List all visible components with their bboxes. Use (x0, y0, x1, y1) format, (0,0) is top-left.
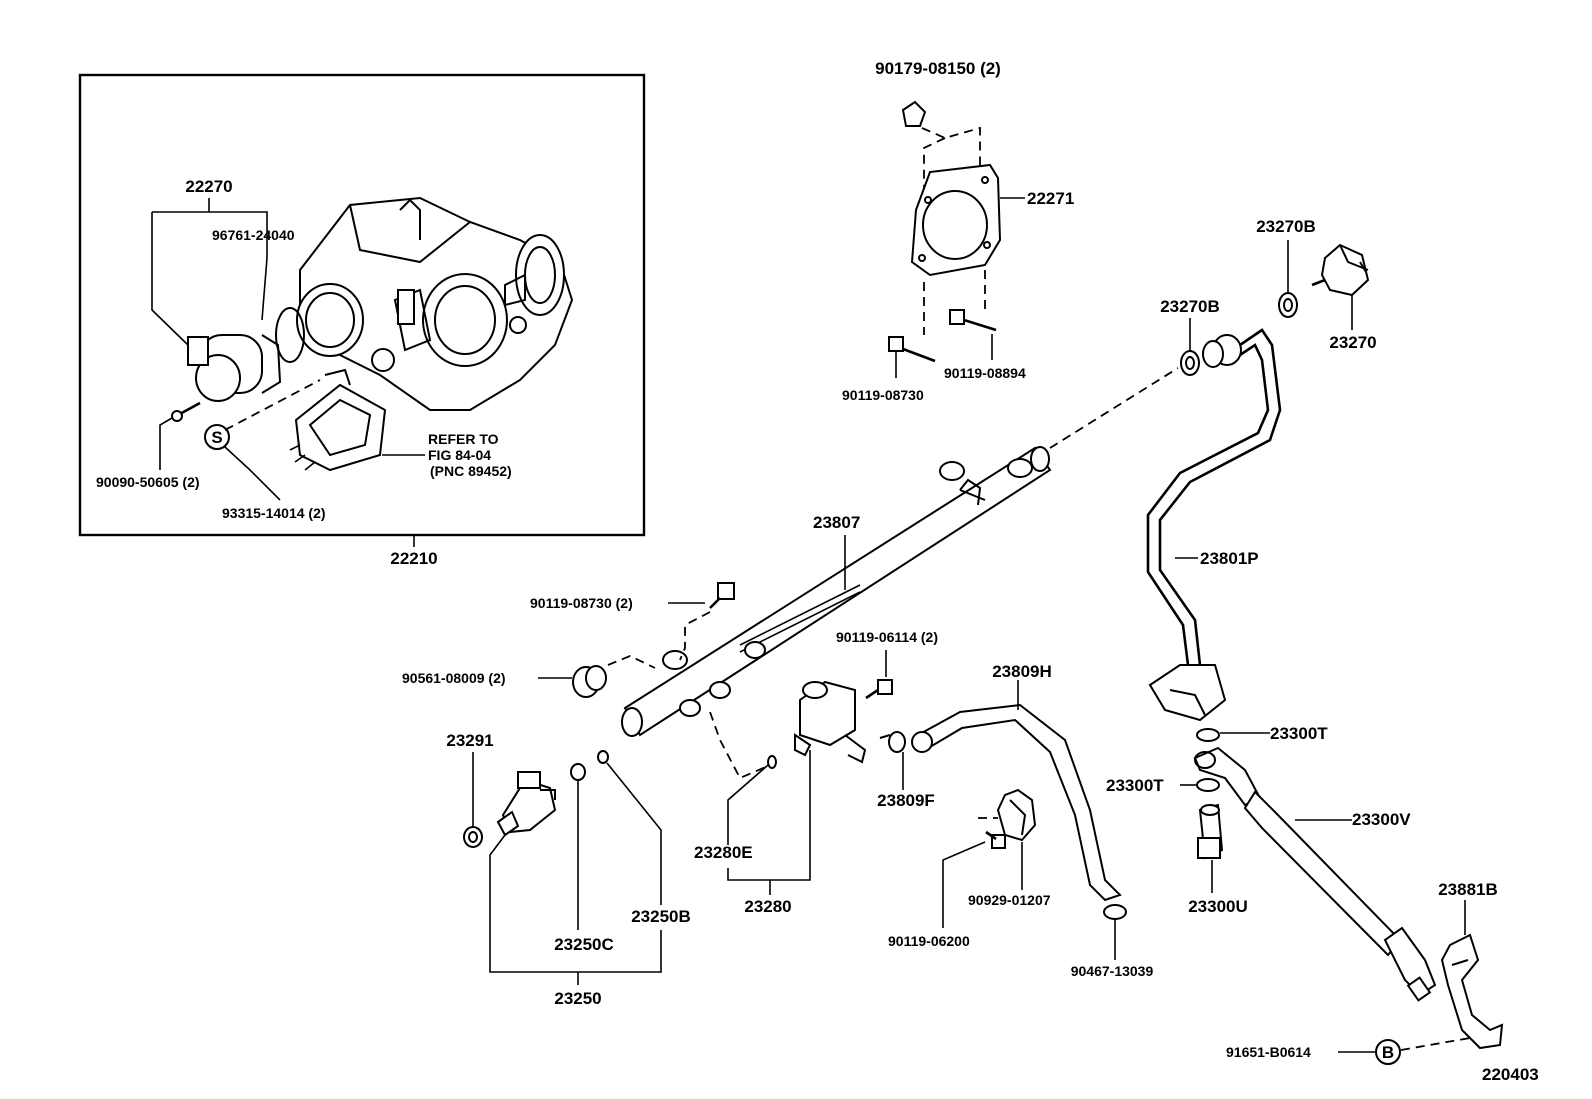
label-plug: 23270 (1329, 333, 1376, 352)
b-symbol: B (1382, 1043, 1394, 1062)
s-symbol: S (211, 428, 222, 447)
label-gasket-b-upper: 23270B (1256, 217, 1316, 236)
fuel-pipe-group: 23801P (1146, 328, 1282, 722)
connector-icon (289, 368, 387, 472)
label-regulator: 23280 (744, 897, 791, 916)
throttle-body-icon (296, 196, 574, 411)
gasket-t-upper-icon (1196, 728, 1220, 742)
screw-icon (171, 401, 201, 422)
hose-clip-icon-upper (879, 731, 906, 753)
label-pipe-bolt: 90119-08730 (2) (530, 595, 633, 611)
o-ring-icon (275, 307, 305, 363)
refer-line-2: FIG 84-04 (428, 447, 491, 463)
hose-icon (916, 703, 1122, 902)
label-clamp: 90929-01207 (968, 892, 1051, 908)
label-spacer: 90561-08009 (2) (402, 670, 506, 686)
refer-line-3: (PNC 89452) (430, 463, 512, 479)
label-union-bolt: 23300U (1188, 897, 1248, 916)
insulator-icon (463, 826, 483, 848)
figure-id: 220403 (1482, 1065, 1539, 1084)
label-bracket: 23881B (1438, 880, 1498, 899)
throttle-sensor-icon (187, 334, 282, 402)
refer-line-1: REFER TO (428, 431, 499, 447)
injector-icon (496, 771, 557, 837)
injector-group: 23291 23250B 23250C 23250 (446, 731, 690, 1008)
gasket-t-lower-icon (1196, 778, 1220, 792)
throttle-body-group: S 22270 96761-24040 90090-50605 (2) 9331… (78, 73, 646, 568)
delivery-pipe-icon (621, 446, 1052, 737)
label-insulator: 23291 (446, 731, 493, 750)
hose-clip-icon-lower (1103, 904, 1127, 920)
throttle-body-box (78, 73, 646, 537)
b-symbol-circle (1375, 1039, 1401, 1065)
label-filter-hose: 23300V (1352, 810, 1411, 829)
label-throttle-assembly: 22210 (390, 549, 437, 568)
label-injector-o-ring: 23250B (631, 907, 691, 926)
regulator-o-ring-icon (767, 755, 777, 769)
bracket-icon (1440, 933, 1504, 1050)
gasket-b-lower-group: 23270B (1160, 297, 1220, 376)
regulator-bolt-group: 90119-06114 (2) (836, 629, 938, 700)
label-gasket: 22271 (1027, 189, 1074, 208)
union-group: 23300T 23300T 23300U 23300V (1106, 724, 1437, 1002)
delivery-pipe-group: 23807 (621, 367, 1179, 737)
label-injector: 23250 (554, 989, 601, 1008)
label-bolt-b: 90119-08894 (944, 365, 1026, 381)
bolt-b-icon (949, 309, 997, 332)
regulator-group: 23280E 23280 (694, 680, 867, 916)
grommet-icon (570, 763, 586, 781)
stud-icon (901, 100, 927, 127)
label-gasket-b-lower: 23270B (1160, 297, 1220, 316)
clamp-bolt-icon (985, 830, 1006, 849)
plug-icon (1311, 243, 1370, 297)
clamp-icon (996, 788, 1037, 842)
label-bolt-a: 90119-08730 (842, 387, 924, 403)
s-symbol-circle (204, 424, 230, 450)
label-screw-s: 93315-14014 (2) (222, 505, 326, 521)
label-clamp-bolt: 90119-06200 (888, 933, 970, 949)
gasket-b-lower-icon (1180, 350, 1200, 376)
clamp-group: 90929-01207 (968, 788, 1051, 908)
filter-hose-icon (1193, 746, 1437, 1002)
label-o-ring-sensor: 96761-24040 (212, 227, 295, 243)
pipe-bolt-group: 90119-08730 (2) (530, 582, 735, 661)
label-screw-sensor: 90090-50605 (2) (96, 474, 200, 490)
label-throttle-sensor: 22270 (185, 177, 232, 196)
label-hose-clip: 90467-13039 (1071, 963, 1154, 979)
label-bracket-bolt: 91651-B0614 (1226, 1044, 1311, 1060)
gasket-icon (910, 163, 1002, 277)
bolt-a-icon (888, 336, 936, 363)
regulator-bolt-icon (865, 679, 893, 700)
union-bolt-icon (1197, 803, 1224, 860)
gasket-b-upper-icon (1278, 292, 1298, 318)
spacer-group: 90561-08009 (2) (402, 655, 656, 698)
label-hose: 23809H (992, 662, 1052, 681)
label-stud: 90179-08150 (2) (875, 59, 1001, 78)
pipe-bolt-icon (709, 582, 735, 609)
label-delivery-pipe: 23807 (813, 513, 860, 532)
injector-o-ring-icon (597, 750, 609, 764)
pipe-fitting-icon (1148, 664, 1227, 722)
label-fuel-pipe: 23801P (1200, 549, 1259, 568)
hose-group: 23809H 23809F 90467-13039 (877, 662, 1153, 979)
label-grommet: 23250C (554, 935, 614, 954)
clamp-bolt-group: 90119-06200 (888, 830, 1006, 949)
label-clip-hose: 23809F (877, 791, 935, 810)
label-regulator-o-ring: 23280E (694, 843, 753, 862)
gasket-b-upper-group: 23270B (1256, 217, 1316, 318)
label-gasket-t-lower: 23300T (1106, 776, 1164, 795)
label-regulator-bolt: 90119-06114 (2) (836, 629, 938, 645)
plug-group: 23270 (1311, 243, 1377, 352)
label-gasket-t-upper: 23300T (1270, 724, 1328, 743)
regulator-icon (794, 680, 867, 764)
spacer-icon (572, 665, 607, 698)
bracket-group: 23881B B 91651-B0614 (1226, 880, 1504, 1065)
fuel-pipe-icon (1158, 328, 1282, 666)
gasket-group: 22271 90179-08150 (2) 90119-08730 90119-… (842, 59, 1074, 403)
